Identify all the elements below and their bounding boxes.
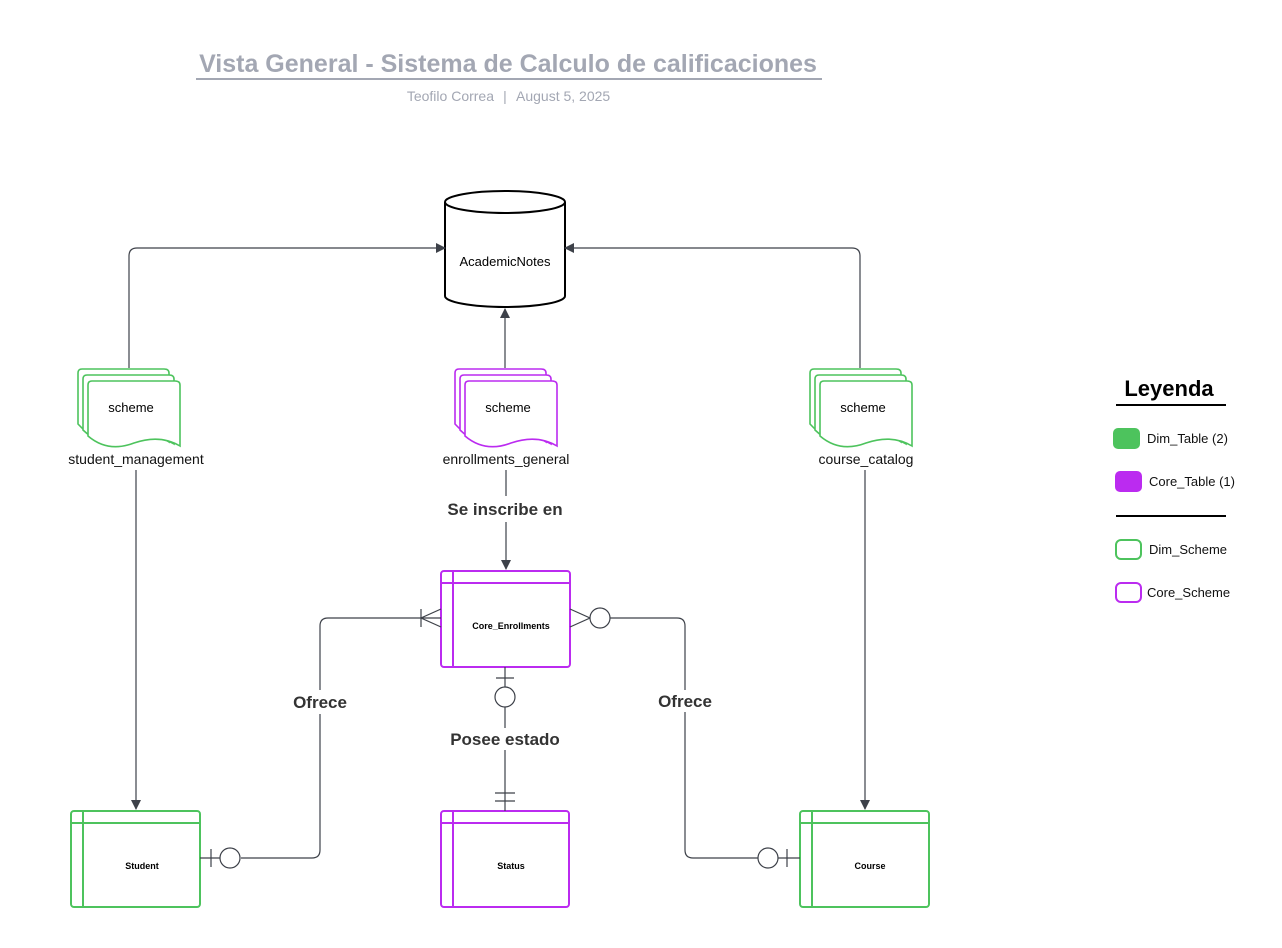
scheme-enrollments-general[interactable]: scheme enrollments_general <box>443 368 570 467</box>
scheme-student-management[interactable]: scheme student_management <box>68 368 204 467</box>
legend-swatch-core-scheme <box>1115 582 1142 603</box>
scheme-label: scheme <box>108 400 154 415</box>
document-date: August 5, 2025 <box>516 88 610 104</box>
scheme-document-icon <box>464 380 558 448</box>
relation-label-ofrece: Ofrece <box>658 692 712 711</box>
relation-student-core: Ofrece <box>200 608 442 869</box>
table-label: Core_Enrollments <box>472 621 550 631</box>
scheme-course-catalog[interactable]: scheme course_catalog <box>809 368 914 467</box>
scheme-document-icon <box>87 380 181 448</box>
scheme-caption: student_management <box>68 451 204 467</box>
page-title: Vista General - Sistema de Calculo de ca… <box>199 50 817 78</box>
edge-course-catalog-to-db <box>564 243 861 368</box>
academicnotes-database[interactable]: AcademicNotes <box>444 190 566 308</box>
relation-label-posee-estado: Posee estado <box>450 730 560 749</box>
zero-circle-icon <box>589 607 611 629</box>
scheme-caption: enrollments_general <box>443 451 570 467</box>
scheme-label: scheme <box>840 400 886 415</box>
scheme-document-icon <box>819 380 913 448</box>
scheme-label: scheme <box>485 400 531 415</box>
crow-foot-many-icon <box>569 608 592 628</box>
table-label: Course <box>854 861 885 871</box>
zero-circle-icon <box>494 686 516 708</box>
table-label: Status <box>497 861 525 871</box>
author-name: Teofilo Correa <box>407 88 494 104</box>
relation-core-status: Posee estado <box>450 667 560 811</box>
legend-item-label: Core_Scheme <box>1147 585 1230 600</box>
legend-swatch-dim-scheme <box>1115 539 1142 560</box>
legend-swatch-dim-table <box>1113 428 1140 449</box>
table-label: Student <box>125 861 159 871</box>
legend-item-label: Dim_Scheme <box>1149 542 1227 557</box>
table-status[interactable]: Status <box>440 810 570 908</box>
legend-item-label: Core_Table (1) <box>1149 474 1235 489</box>
legend-swatch-core-table <box>1115 471 1142 492</box>
table-core-enrollments[interactable]: Core_Enrollments <box>440 570 571 668</box>
database-label: AcademicNotes <box>459 254 551 269</box>
legend-item-label: Dim_Table (2) <box>1147 431 1228 446</box>
relation-label-ofrece: Ofrece <box>293 693 347 712</box>
table-course[interactable]: Course <box>799 810 930 908</box>
edge-student-management-to-db <box>128 243 446 368</box>
relation-course-core: Ofrece <box>569 607 800 869</box>
legend-title: Leyenda <box>1124 376 1214 401</box>
relation-label-se-inscribe-en: Se inscribe en <box>447 500 562 519</box>
legend: Leyenda Dim_Table (2) Core_Table (1) Dim… <box>1113 376 1235 603</box>
table-student[interactable]: Student <box>70 810 201 908</box>
scheme-caption: course_catalog <box>819 451 914 467</box>
database-cylinder-icon <box>444 190 566 214</box>
zero-circle-icon <box>757 847 779 869</box>
header-separator: | <box>503 88 507 104</box>
zero-circle-icon <box>219 847 241 869</box>
